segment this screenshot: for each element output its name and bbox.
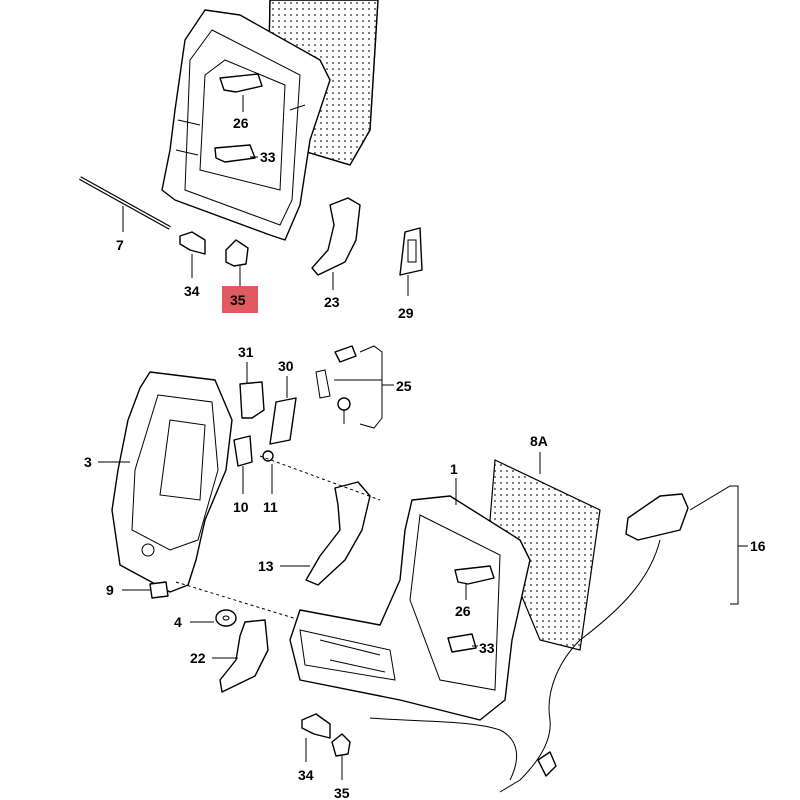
clip-part-34-bottom [301, 713, 331, 739]
callout-8A: 8A [530, 433, 548, 449]
bracket-part-10 [233, 435, 253, 467]
latch-part-29 [399, 227, 423, 276]
callout-33-top: 33 [260, 149, 276, 165]
cable-loop [369, 717, 518, 781]
callout-11: 11 [263, 499, 278, 515]
callout-31: 31 [238, 344, 254, 360]
callout-25: 25 [396, 378, 412, 394]
bolt-part-9 [149, 581, 169, 599]
handle-part-26-bottom [454, 565, 495, 585]
screw-group-part-25 [315, 345, 357, 424]
callout-7: 7 [116, 237, 124, 253]
bolt-part-11 [262, 450, 274, 462]
callout-16: 16 [750, 538, 766, 554]
callout-26-top: 26 [233, 115, 249, 131]
plate-part-30 [269, 397, 297, 445]
side-trim-part-13 [305, 481, 371, 586]
armrest-part-16 [625, 493, 689, 541]
callout-33-bottom: 33 [479, 640, 495, 656]
side-panel-part-23 [311, 197, 361, 276]
bracket-part-33-bottom [447, 633, 477, 653]
cable-part-16 [499, 539, 661, 793]
callout-1: 1 [450, 461, 458, 477]
callout-9: 9 [106, 582, 114, 598]
hinge-part-31 [239, 381, 265, 419]
backrest-frame-top [161, 9, 331, 241]
callout-13: 13 [258, 558, 274, 574]
callout-22: 22 [190, 650, 206, 666]
callout-29: 29 [398, 305, 414, 321]
clip-part-35-bottom [331, 733, 351, 757]
clip-end [537, 751, 557, 777]
callout-26-bottom: 26 [455, 603, 471, 619]
callout-35-top: 35 [230, 292, 246, 308]
backrest-frame-part-1 [289, 495, 531, 721]
clip-part-35-top [225, 239, 249, 267]
backrest-frame-part-3 [111, 371, 233, 593]
bracket-part-33-top [214, 144, 256, 163]
backrest-cover-8A [489, 459, 601, 651]
callout-35-bottom: 35 [334, 785, 350, 800]
cover-part-22 [219, 619, 269, 693]
callout-34-bottom: 34 [298, 767, 314, 783]
callout-23: 23 [324, 294, 340, 310]
callout-10: 10 [233, 499, 249, 515]
callout-3: 3 [84, 454, 92, 470]
callout-34-top: 34 [184, 283, 200, 299]
handle-part-26-top [219, 73, 263, 93]
callout-30: 30 [278, 358, 294, 374]
callout-4: 4 [174, 614, 182, 630]
highlight-box-35 [222, 286, 258, 313]
clip-part-34-top [179, 231, 206, 255]
